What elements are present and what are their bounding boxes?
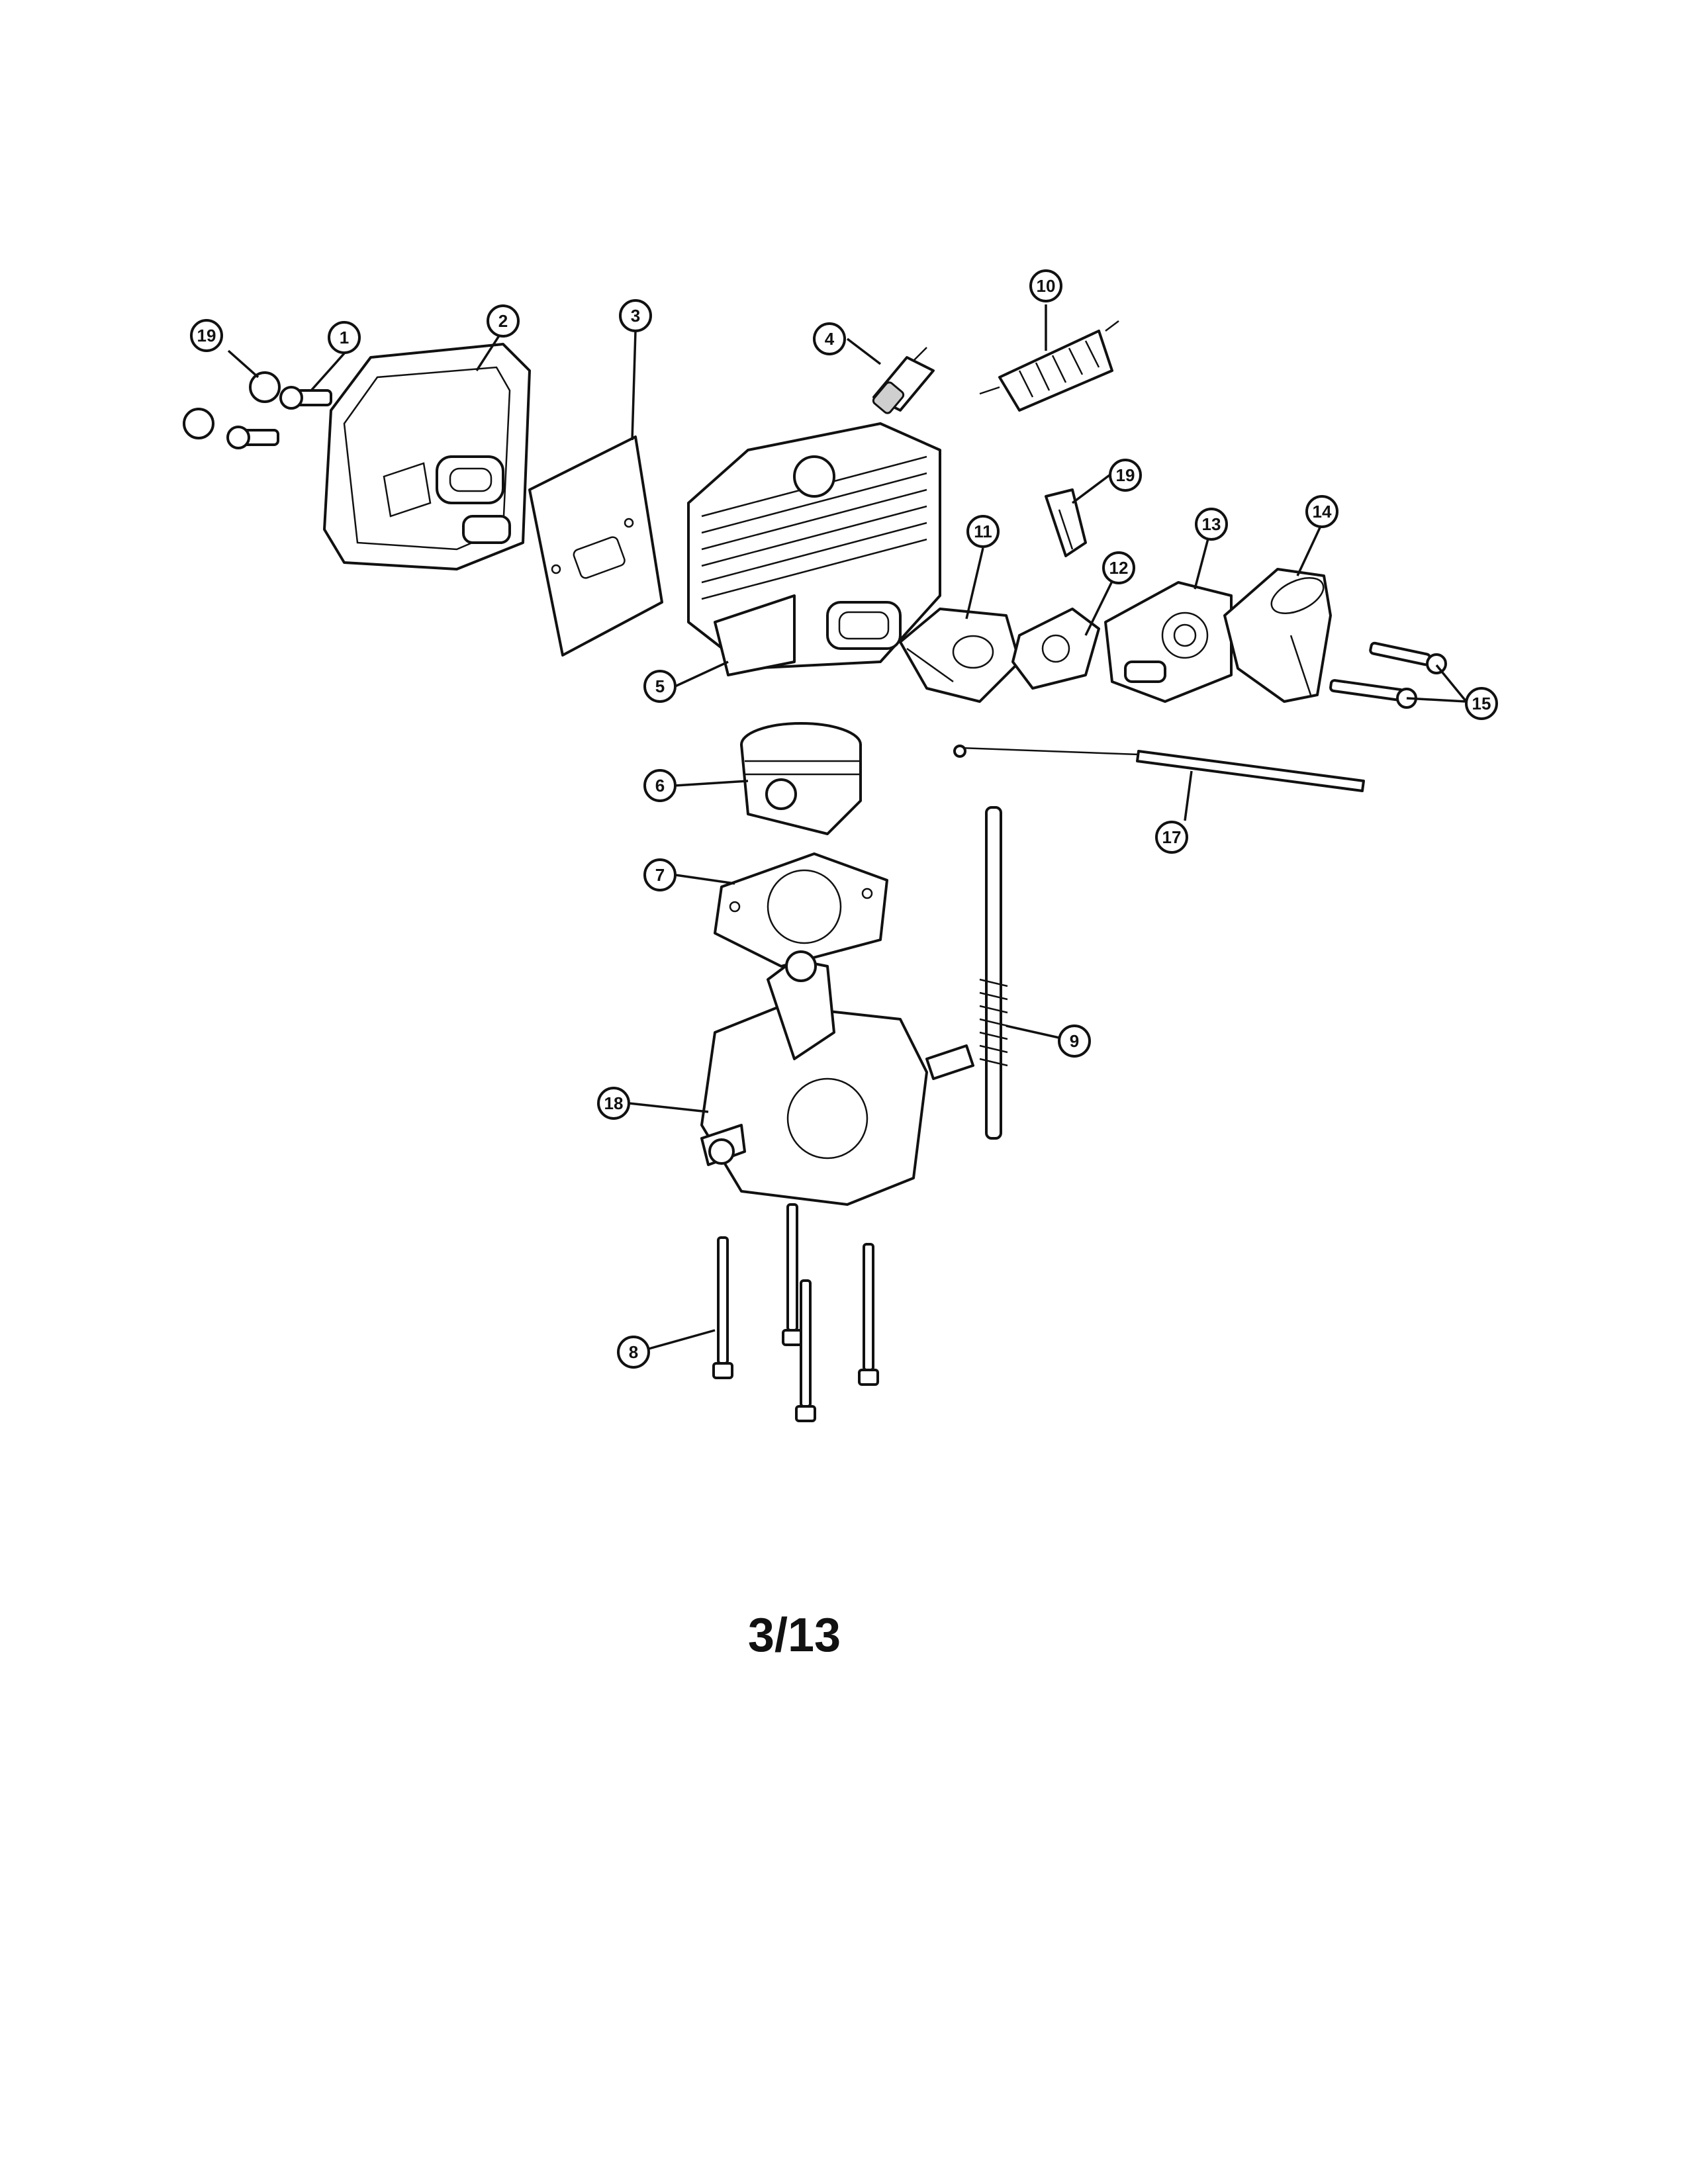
svg-text:4: 4	[825, 329, 835, 349]
callout-15: 15	[1465, 687, 1498, 720]
svg-text:18: 18	[604, 1093, 624, 1113]
callout-7: 7	[643, 858, 677, 891]
part-muffler-bolts	[183, 371, 332, 449]
callout-5: 5	[643, 670, 677, 703]
part-intake-boot	[899, 608, 1021, 703]
part-muffler-gasket	[528, 435, 663, 657]
part-throttle-cable	[953, 745, 1365, 792]
part-cylinder	[687, 422, 941, 676]
part-clip	[1045, 488, 1087, 557]
svg-text:8: 8	[629, 1342, 638, 1362]
callout-4: 4	[813, 322, 846, 355]
svg-text:2: 2	[498, 311, 508, 331]
svg-text:13: 13	[1202, 514, 1221, 534]
callout-12: 12	[1102, 551, 1135, 584]
svg-text:6: 6	[655, 776, 665, 796]
leader-lines	[227, 304, 1468, 1350]
callout-3: 3	[619, 299, 652, 332]
callout-1: 1	[328, 321, 361, 354]
callout-17: 17	[1155, 821, 1188, 854]
svg-text:9: 9	[1070, 1031, 1079, 1051]
part-carburetor-gasket	[1011, 608, 1100, 690]
svg-text:3: 3	[631, 306, 640, 326]
part-piston	[740, 722, 862, 835]
callout-10: 10	[1029, 269, 1062, 302]
callout-19-right: 19	[1109, 459, 1142, 492]
svg-text:19: 19	[197, 326, 216, 345]
svg-text:5: 5	[655, 676, 665, 696]
svg-text:7: 7	[655, 865, 665, 885]
svg-text:15: 15	[1472, 694, 1491, 713]
svg-text:19: 19	[1116, 465, 1135, 485]
part-crankcase-bolts	[712, 1203, 879, 1422]
callout-19-left: 19	[190, 319, 223, 352]
svg-text:1: 1	[340, 328, 349, 347]
part-crankcase	[700, 950, 974, 1206]
part-carburetor	[1104, 581, 1233, 703]
callout-14: 14	[1305, 495, 1338, 528]
part-muffler-cover	[323, 343, 531, 570]
part-screws-15	[1329, 641, 1447, 709]
part-base-gasket	[714, 852, 888, 968]
part-spark-plug	[872, 347, 935, 414]
callout-11: 11	[966, 515, 1000, 548]
callout-18: 18	[597, 1087, 630, 1120]
callout-9: 9	[1058, 1024, 1091, 1058]
callout-6: 6	[643, 769, 677, 802]
svg-text:11: 11	[974, 522, 992, 541]
part-spring	[979, 320, 1119, 412]
svg-text:12: 12	[1109, 558, 1129, 578]
part-shaft	[979, 806, 1008, 1140]
callout-8: 8	[617, 1336, 650, 1369]
svg-text:10: 10	[1037, 276, 1056, 296]
svg-text:14: 14	[1313, 502, 1332, 522]
part-intake-manifold	[1223, 568, 1332, 703]
callout-13: 13	[1195, 508, 1228, 541]
page-number: 3/13	[747, 1609, 841, 1662]
svg-text:17: 17	[1162, 827, 1182, 847]
callout-2: 2	[487, 304, 520, 338]
